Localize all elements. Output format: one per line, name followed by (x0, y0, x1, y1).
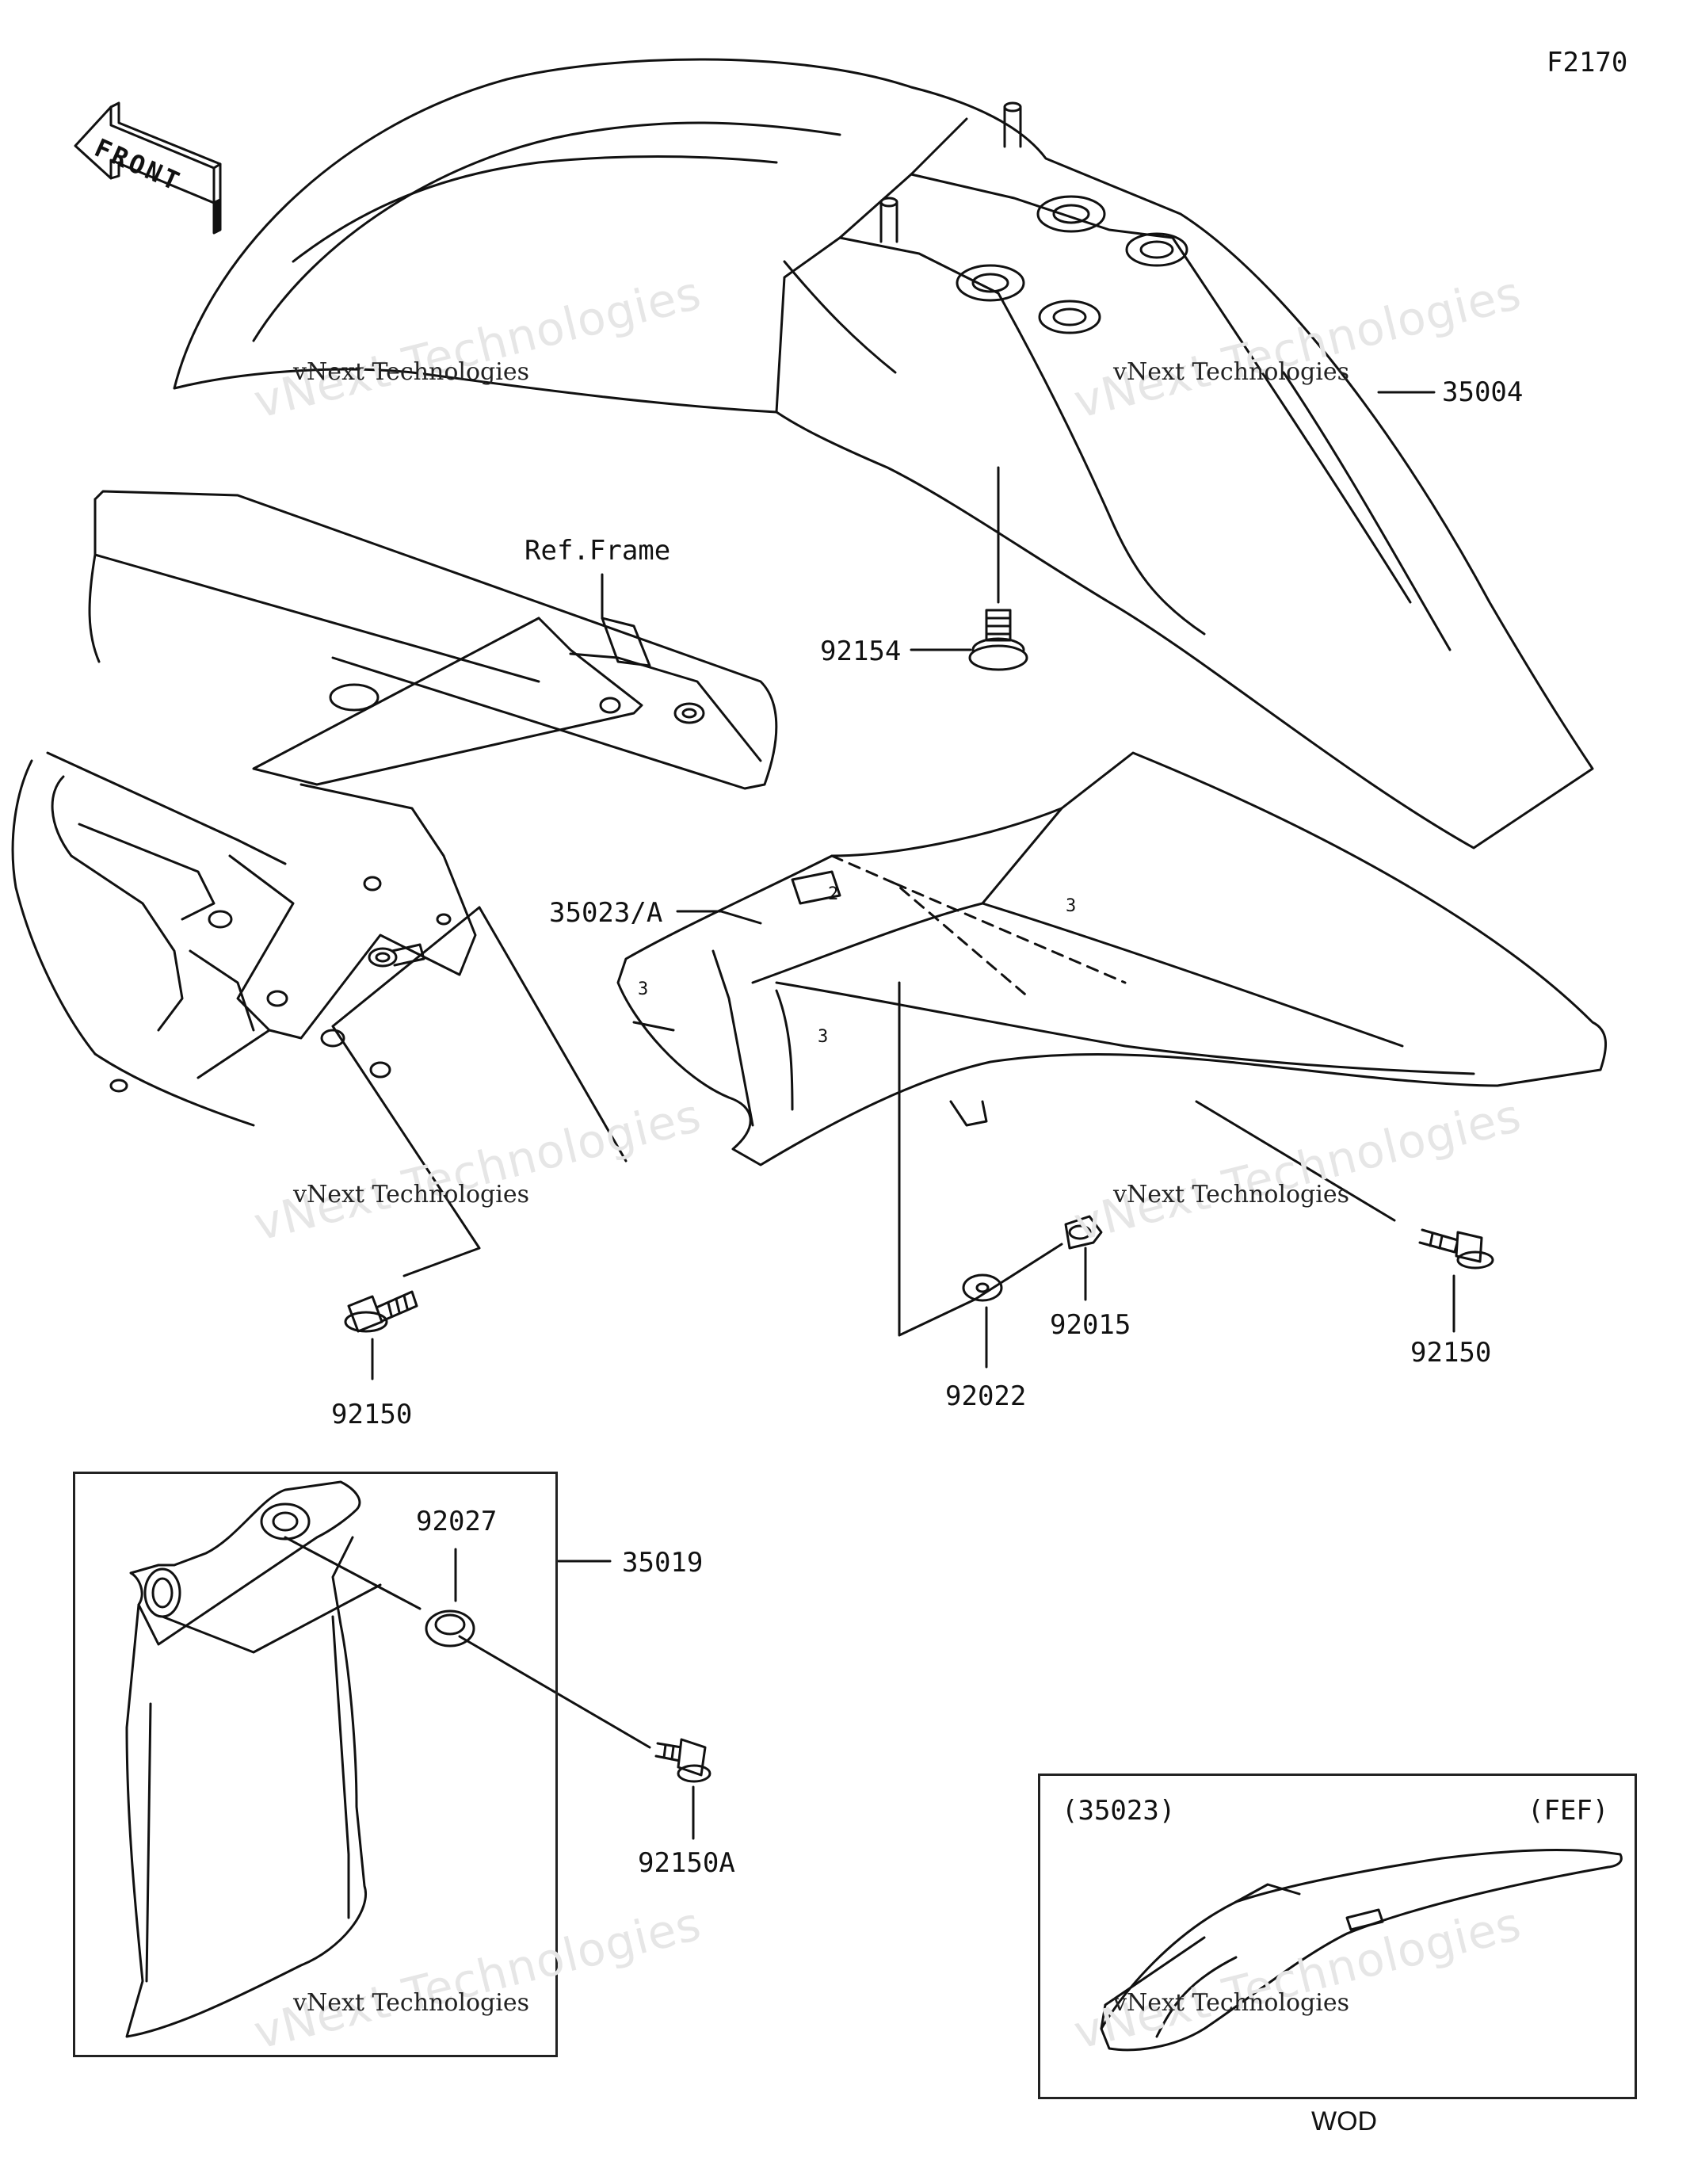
label-92150-right: 92150 (1410, 1337, 1492, 1369)
diagram-id: F2170 (1547, 47, 1628, 78)
label-92150A: 92150A (638, 1847, 735, 1879)
mud-flap-35019 (125, 1480, 422, 2038)
front-fender-under-35023A: 2 3 3 3 (616, 751, 1608, 1166)
inset-frame-wod (1038, 1774, 1637, 2099)
label-92015: 92015 (1050, 1309, 1131, 1341)
bolt-92154-icon (968, 609, 1028, 671)
front-fender-35004 (173, 58, 1594, 850)
svg-text:3: 3 (818, 1027, 828, 1047)
inset-variant: (FEF) (1528, 1795, 1609, 1827)
nut-92015-icon (1064, 1215, 1103, 1250)
svg-text:3: 3 (1066, 896, 1076, 916)
inset-caption: WOD (1311, 2106, 1378, 2136)
inset-frame-35019 (73, 1472, 558, 2057)
label-92027: 92027 (416, 1506, 498, 1537)
leader-92150A (458, 1635, 651, 1749)
washer-92027-icon (425, 1609, 475, 1648)
bolt-92150A-icon (654, 1738, 711, 1783)
leader-35023A (676, 910, 762, 925)
bolt-92150-left-icon (344, 1290, 418, 1333)
svg-text:3: 3 (638, 979, 648, 999)
label-92022: 92022 (945, 1380, 1027, 1412)
label-35004: 35004 (1442, 376, 1524, 408)
bracket-lines-left (331, 906, 628, 1277)
label-35019: 35019 (622, 1547, 704, 1579)
label-ref-frame: Ref.Frame (525, 535, 671, 567)
label-92154: 92154 (820, 636, 902, 667)
svg-text:2: 2 (828, 884, 838, 904)
bracket-lines-center (898, 981, 1063, 1337)
leader-92150-right (1195, 1100, 1396, 1222)
bolt-92150-right-icon (1418, 1228, 1494, 1270)
label-35023A: 35023/A (549, 897, 663, 929)
label-92150-left: 92150 (331, 1399, 413, 1430)
inset-part-ref: (35023) (1062, 1795, 1176, 1827)
front-arrow-icon (74, 101, 222, 235)
fender-wod-variant (1100, 1849, 1623, 2052)
leader-92154 (910, 466, 1000, 651)
frame-reference (11, 490, 778, 1127)
washer-92022-icon (962, 1273, 1003, 1302)
collar-icon (368, 943, 425, 968)
